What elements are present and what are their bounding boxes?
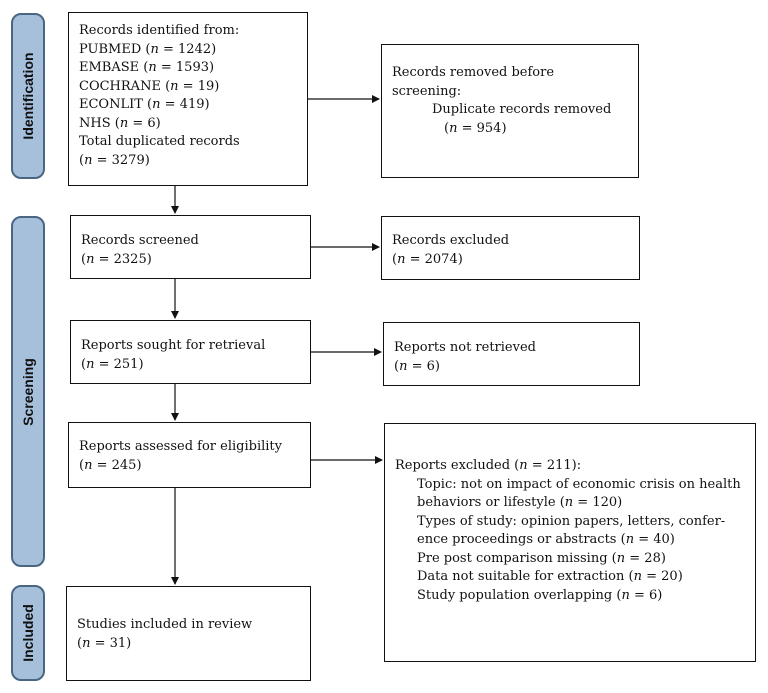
records-identified-box: Records identified from: PUBMED (n = 124… (68, 12, 308, 186)
exclusion-reason-data-not-suitable: Data not suitable for extraction (n = 20… (417, 569, 683, 584)
studies-included-count: (n = 31) (77, 635, 132, 651)
records-removed-line1: Records removed before (392, 65, 555, 80)
reports-not-retrieved-label: Reports not retrieved (394, 340, 536, 355)
reports-assessed-box: Reports assessed for eligibility (n = 24… (68, 422, 311, 488)
source-cochrane: COCHRANE (n = 19) (79, 78, 220, 94)
reports-sought-label: Reports sought for retrieval (81, 338, 266, 353)
exclusion-reason-topic-line2: behaviors or lifestyle (n = 120) (417, 495, 623, 510)
records-identified-heading: Records identified from: (79, 23, 240, 38)
phase-identification: Identification (11, 13, 45, 179)
total-duplicated-count: (n = 3279) (79, 152, 150, 168)
records-screened-box: Records screened (n = 2325) (70, 215, 311, 279)
studies-included-label: Studies included in review (77, 617, 253, 632)
reports-assessed-count: (n = 245) (79, 457, 142, 473)
phase-included: Included (11, 585, 45, 681)
records-excluded-box: Records excluded (n = 2074) (381, 216, 640, 280)
studies-included-box: Studies included in review (n = 31) (66, 586, 311, 681)
reports-sought-count: (n = 251) (81, 356, 144, 372)
total-duplicated-label: Total duplicated records (79, 134, 240, 149)
records-removed-box: Records removed before screening: Duplic… (381, 44, 639, 178)
exclusion-reason-population-overlap: Study population overlapping (n = 6) (417, 587, 663, 603)
records-excluded-label: Records excluded (392, 233, 510, 248)
records-screened-count: (n = 2325) (81, 251, 152, 267)
reports-not-retrieved-count: (n = 6) (394, 358, 440, 374)
reports-not-retrieved-box: Reports not retrieved (n = 6) (383, 322, 640, 386)
exclusion-reason-topic-line1: Topic: not on impact of economic crisis … (417, 476, 741, 492)
phase-screening: Screening (11, 216, 45, 567)
records-excluded-count: (n = 2074) (392, 251, 463, 267)
source-embase: EMBASE (n = 1593) (79, 60, 215, 75)
reports-excluded-heading: Reports excluded (n = 211): (395, 458, 582, 473)
exclusion-reason-pre-post: Pre post comparison missing (n = 28) (417, 550, 666, 566)
source-nhs: NHS (n = 6) (79, 115, 161, 131)
reports-excluded-box: Reports excluded (n = 211): Topic: not o… (384, 423, 756, 662)
source-pubmed: PUBMED (n = 1242) (79, 41, 217, 57)
source-econlit: ECONLIT (n = 419) (79, 97, 210, 112)
exclusion-reason-study-type-line1: Types of study: opinion papers, letters,… (417, 513, 726, 529)
records-screened-label: Records screened (81, 233, 199, 248)
duplicate-records-removed-count: (n = 954) (444, 120, 507, 136)
duplicate-records-removed-label: Duplicate records removed (432, 102, 612, 117)
records-removed-line2: screening: (392, 83, 462, 99)
reports-assessed-label: Reports assessed for eligibility (79, 439, 282, 454)
reports-sought-box: Reports sought for retrieval (n = 251) (70, 320, 311, 384)
exclusion-reason-study-type-line2: ence proceedings or abstracts (n = 40) (417, 532, 675, 547)
